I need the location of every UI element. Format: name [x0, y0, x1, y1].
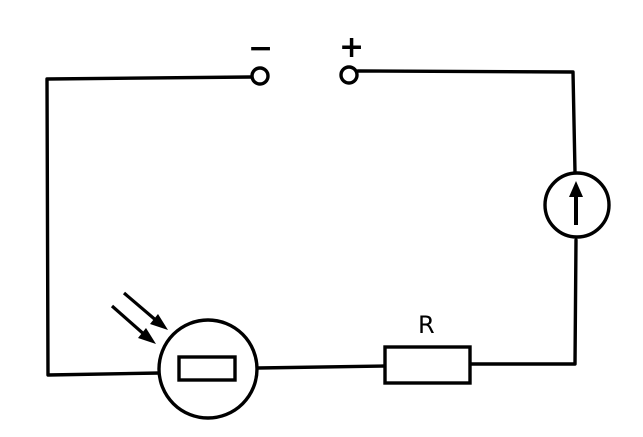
wire-top-right: [356, 69, 577, 174]
light-rays-icon: [110, 291, 168, 344]
ammeter-arrow-icon: [569, 181, 583, 225]
photoresistor: [157, 318, 259, 420]
positive-terminal: +: [339, 30, 364, 85]
negative-sign-label: −: [248, 31, 273, 66]
negative-terminal: −: [248, 31, 273, 86]
resistor: R: [383, 311, 472, 385]
photoresistor-icon: [177, 355, 237, 382]
terminal-negative-dot: [250, 66, 270, 86]
wire-left: [45, 75, 253, 377]
terminal-positive-dot: [339, 65, 359, 85]
ammeter: [543, 171, 611, 239]
wire-bottom-middle: [256, 364, 387, 370]
positive-sign-label: +: [339, 30, 364, 65]
resistor-label: R: [418, 311, 435, 339]
resistor-body: [383, 345, 472, 385]
circuit-wires: [45, 69, 578, 377]
wire-bottom-right: [468, 238, 578, 366]
